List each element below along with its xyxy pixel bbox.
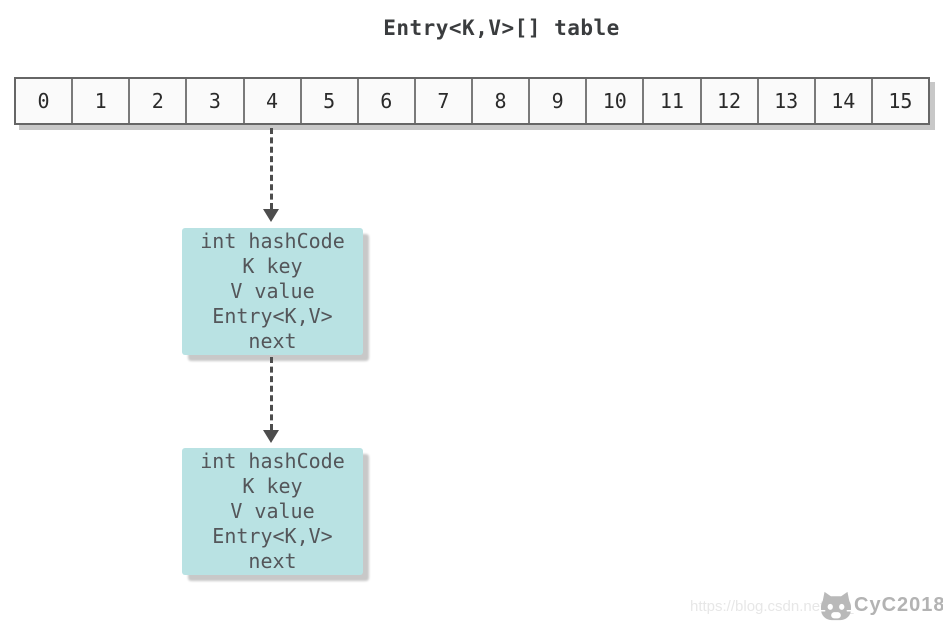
entry-field: next <box>248 549 297 573</box>
entry-field: next <box>248 329 297 353</box>
entry-field: V value <box>230 499 315 523</box>
array-cell-8: 8 <box>471 79 529 123</box>
entry-field: K key <box>242 254 303 278</box>
array-cell-1: 1 <box>71 79 129 123</box>
next-pointer-arrow-line <box>270 357 273 430</box>
array-cell-14: 14 <box>813 79 871 123</box>
next-pointer-arrow-head <box>263 430 279 443</box>
array-cell-12: 12 <box>699 79 757 123</box>
array-cell-9: 9 <box>528 79 586 123</box>
array-cell-0: 0 <box>16 79 72 123</box>
array-cell-4: 4 <box>242 79 300 123</box>
bucket-to-entry-arrow-line <box>270 128 273 209</box>
cat-logo-icon <box>818 591 854 625</box>
entry-field: K key <box>242 474 303 498</box>
entry-field: int hashCode <box>200 449 345 473</box>
array-cell-2: 2 <box>128 79 186 123</box>
entry-field: Entry<K,V> <box>212 304 333 328</box>
array-cell-13: 13 <box>756 79 814 123</box>
array-cell-10: 10 <box>585 79 643 123</box>
bucket-to-entry-arrow-head <box>263 209 279 222</box>
array-cell-15: 15 <box>870 79 928 123</box>
entry-field: V value <box>230 279 315 303</box>
array-cell-3: 3 <box>185 79 243 123</box>
entry-field: Entry<K,V> <box>212 524 333 548</box>
diagram-title: Entry<K,V>[] table <box>383 16 620 40</box>
array-cell-11: 11 <box>642 79 700 123</box>
watermark-author: CyC2018 <box>854 594 943 616</box>
array-cell-7: 7 <box>413 79 471 123</box>
array-cell-5: 5 <box>299 79 357 123</box>
watermark-url: https://blog.csdn.net/qq_ <box>690 598 854 615</box>
entry-field: int hashCode <box>200 229 345 253</box>
array-cell-6: 6 <box>356 79 414 123</box>
